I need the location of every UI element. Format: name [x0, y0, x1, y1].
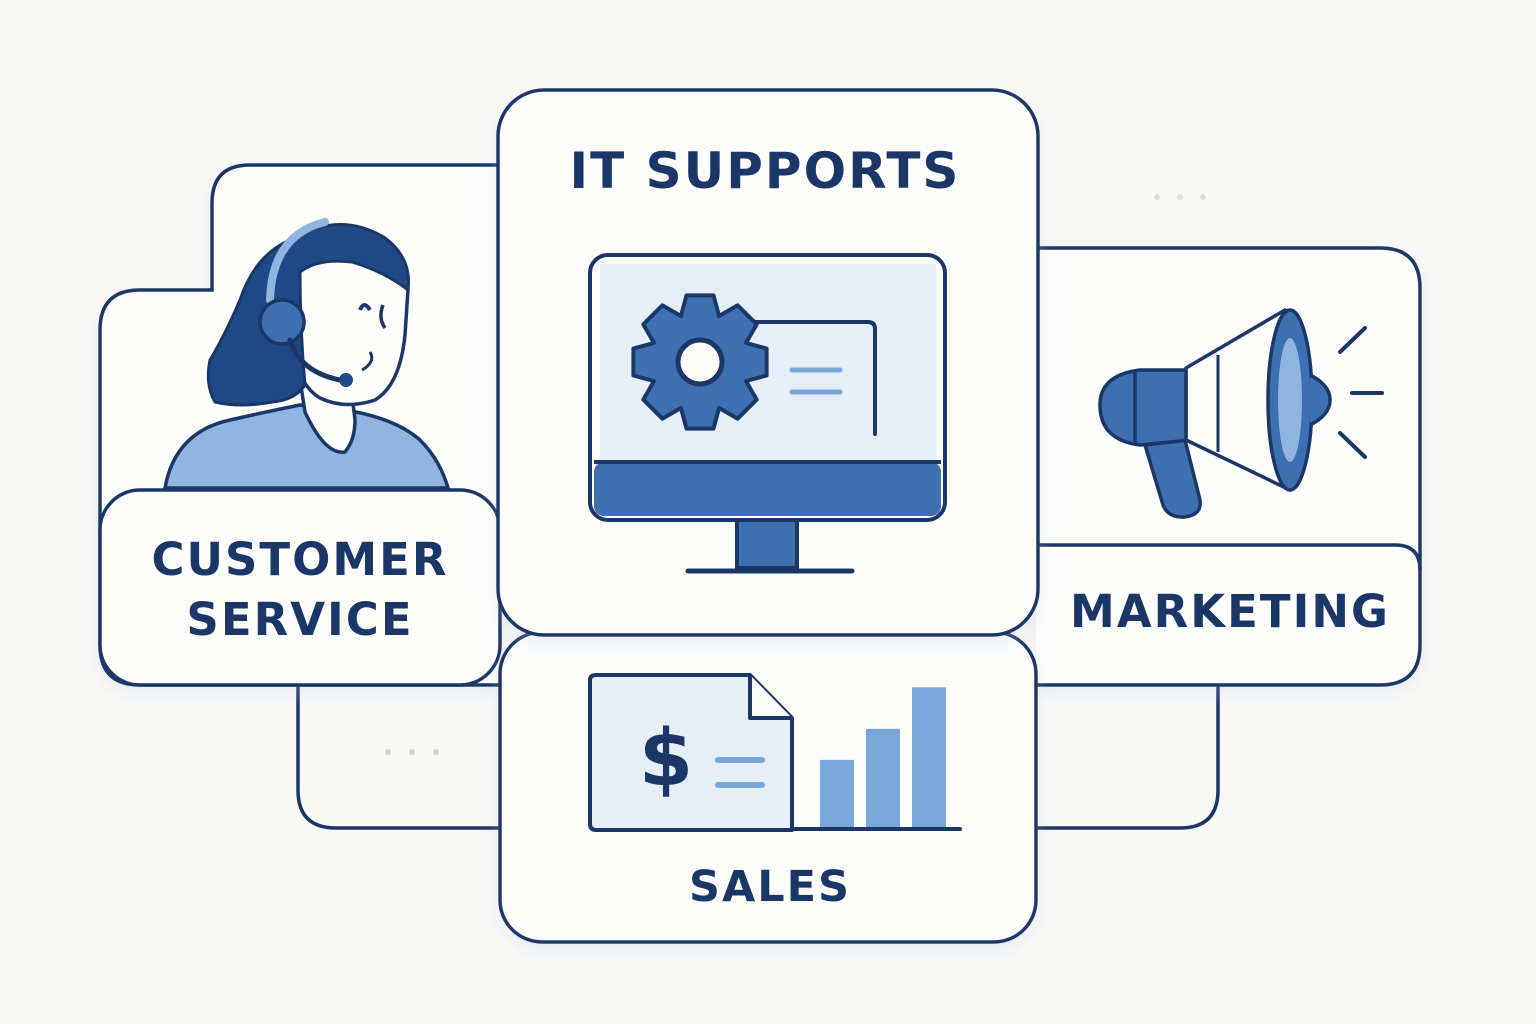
- sales-bar-chart: [820, 687, 946, 829]
- marketing-label-divider: [1036, 543, 1422, 571]
- customer-service-title: CUSTOMER SERVICE: [110, 530, 490, 650]
- marketing-title: MARKETING: [1070, 585, 1390, 638]
- sales-bar-2: [866, 728, 900, 829]
- customer-service-title-line2: SERVICE: [186, 593, 414, 646]
- agent-headset-icon: [162, 218, 451, 490]
- gear-icon: [631, 293, 769, 431]
- connector-box-back-right: [1036, 685, 1220, 830]
- sales-title: SALES: [689, 862, 851, 912]
- it-support-title: IT SUPPORTS: [569, 142, 961, 200]
- computer-settings-icon: [588, 253, 947, 574]
- dots-right-icon: [1154, 194, 1206, 200]
- megaphone-icon: [1098, 308, 1384, 519]
- connector-box-back: [296, 685, 500, 830]
- marketing-panel: [1036, 246, 1422, 687]
- customer-service-title-line1: CUSTOMER: [151, 533, 449, 586]
- sales-bar-1: [820, 759, 854, 829]
- dots-left-icon: [385, 749, 439, 755]
- sales-bar-3: [912, 687, 946, 829]
- invoice-chart-icon: $: [588, 673, 962, 832]
- dollar-sign-icon: $: [639, 714, 693, 804]
